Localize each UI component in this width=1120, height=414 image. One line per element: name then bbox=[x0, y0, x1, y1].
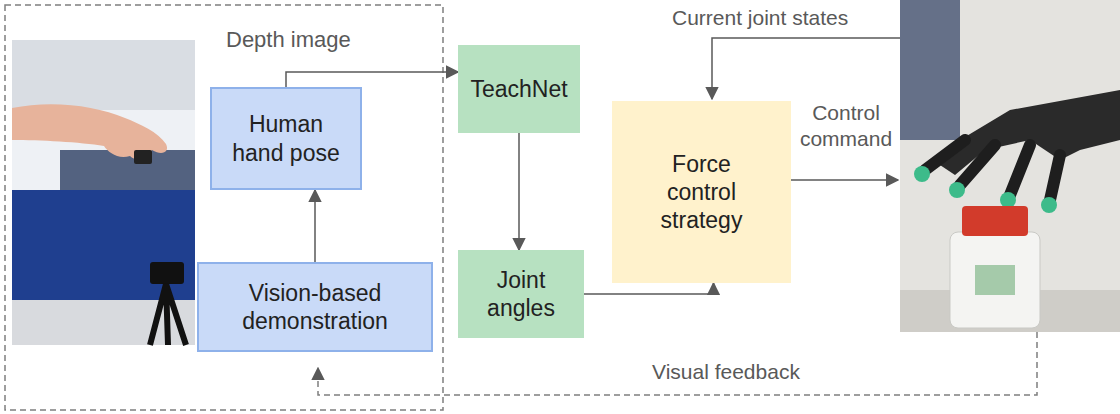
bottle bbox=[950, 232, 1040, 328]
flow-arrow bbox=[518, 133, 520, 250]
flow-arrow bbox=[584, 283, 714, 294]
dashed-enclosure bbox=[5, 5, 443, 410]
network-box: TeachNet bbox=[458, 45, 580, 133]
signal-label: Visual feedback bbox=[652, 359, 800, 385]
finger-tip bbox=[914, 166, 930, 182]
photo-background bbox=[900, 0, 1120, 332]
strategy-box: Force control strategy bbox=[612, 101, 791, 283]
robot-photo bbox=[900, 0, 1120, 332]
robot-palm bbox=[940, 90, 1120, 175]
held-object bbox=[134, 150, 152, 164]
bottle-label bbox=[975, 265, 1015, 295]
photo-background bbox=[12, 40, 195, 345]
signal-label: Control command bbox=[793, 100, 899, 153]
signal-label: Current joint states bbox=[672, 5, 848, 31]
hand-photo bbox=[12, 40, 195, 345]
box-text: Force control strategy bbox=[636, 150, 767, 234]
input-box: Vision-based demonstration bbox=[197, 262, 433, 352]
flow-arrow bbox=[286, 72, 458, 87]
box-text: TeachNet bbox=[470, 75, 567, 103]
section-label: Depth image bbox=[226, 26, 351, 54]
box-text: Human hand pose bbox=[222, 110, 350, 166]
output-box: Joint angles bbox=[458, 250, 584, 338]
input-box: Human hand pose bbox=[210, 87, 362, 190]
finger-tip bbox=[1000, 192, 1016, 208]
finger-tip bbox=[949, 182, 965, 198]
depth-camera bbox=[150, 262, 184, 284]
robot-fingers bbox=[925, 140, 1060, 200]
bottle-cap bbox=[962, 206, 1028, 236]
photo-wall bbox=[12, 40, 195, 110]
box-text: Joint angles bbox=[464, 266, 578, 322]
command-wire bbox=[787, 179, 898, 181]
finger-tip bbox=[1041, 197, 1057, 213]
joint-state-wire bbox=[712, 38, 900, 99]
flow-arrow bbox=[314, 190, 316, 262]
box-text: Vision-based demonstration bbox=[209, 279, 421, 335]
photo-shadow bbox=[900, 0, 960, 140]
camera-tripod bbox=[150, 284, 186, 345]
